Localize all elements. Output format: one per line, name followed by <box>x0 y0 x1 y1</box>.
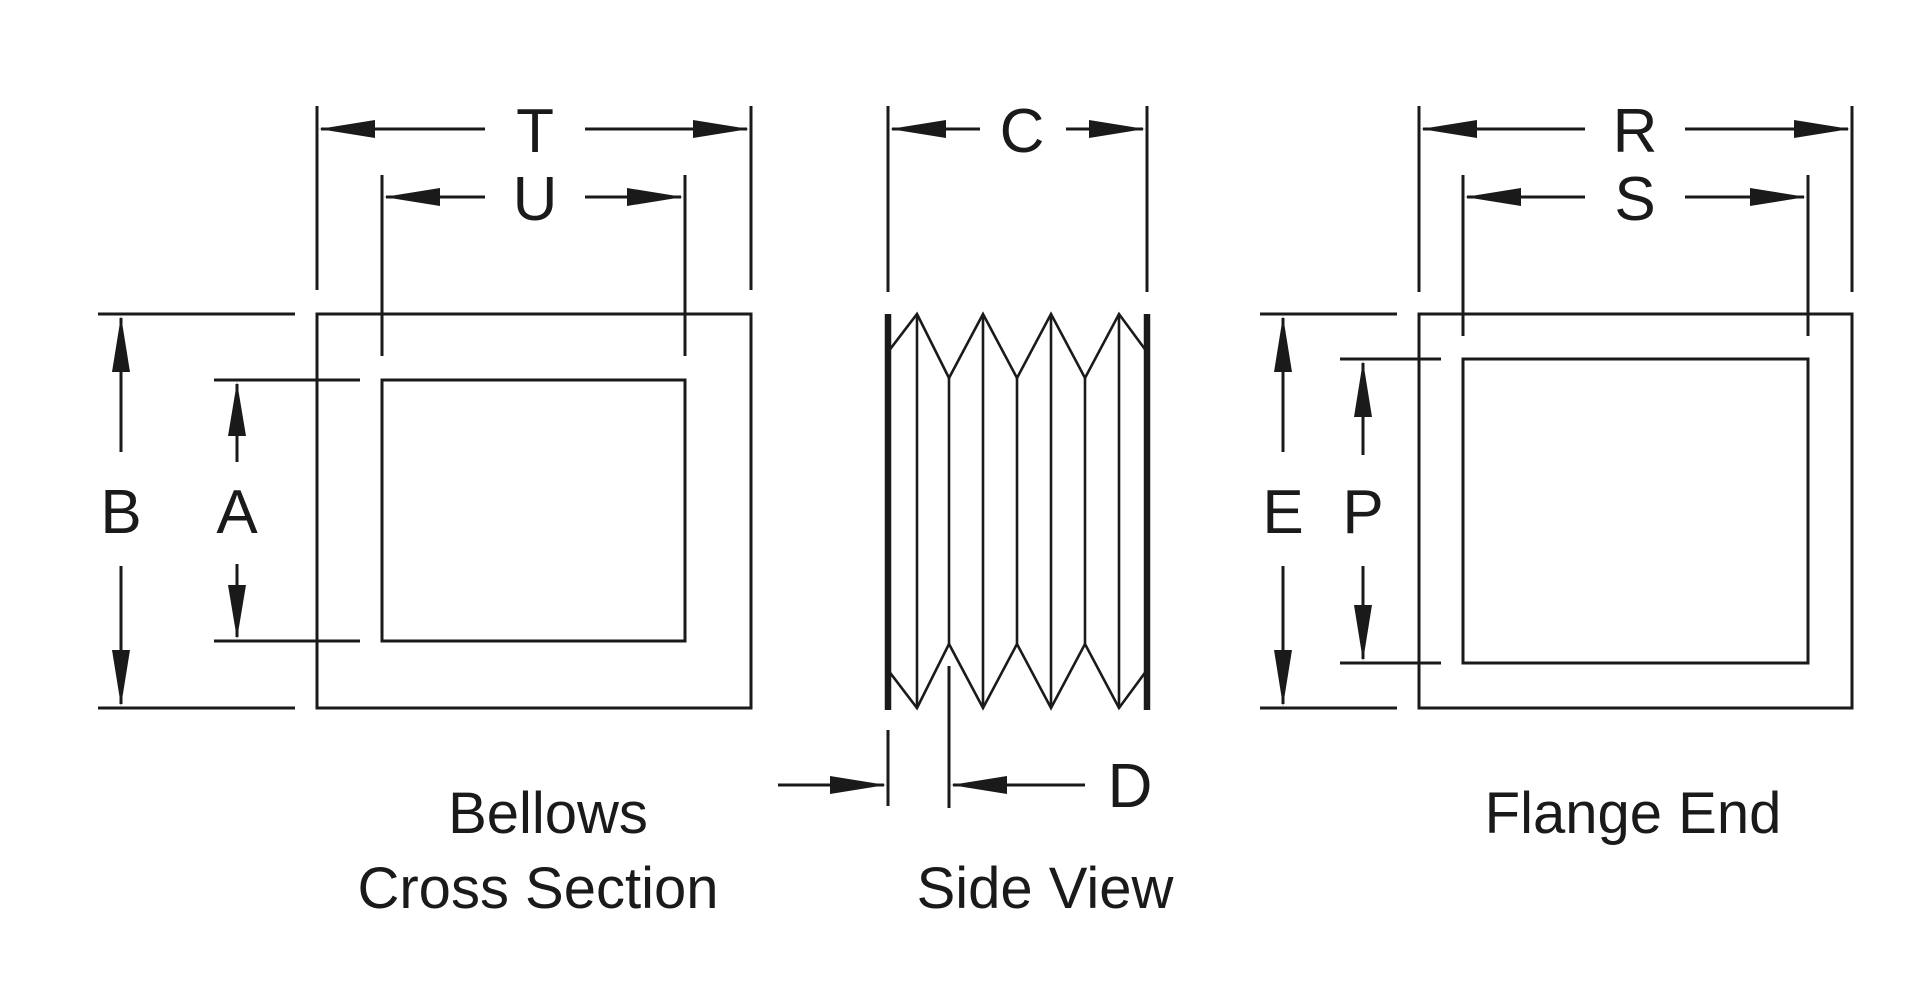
label-r: R <box>1613 97 1658 166</box>
label-b: B <box>100 478 141 547</box>
label-a: A <box>216 478 258 547</box>
dimension-t: T <box>319 97 749 166</box>
flange-inner-rect <box>1461 357 1810 665</box>
flange-end: R S E P Flange <box>1260 97 1854 846</box>
label-s: S <box>1614 165 1655 234</box>
dimension-p: P <box>1342 361 1384 661</box>
label-c: C <box>1000 97 1045 166</box>
side-view: C D Side View <box>778 97 1175 921</box>
side-convolution-top <box>886 311 1149 381</box>
label-d: D <box>1108 752 1153 821</box>
label-e: E <box>1262 478 1303 547</box>
dimension-u: U <box>384 165 683 234</box>
dimension-c: C <box>890 97 1145 166</box>
dimension-d: D <box>778 666 1152 821</box>
flange-outer-rect <box>1417 312 1854 710</box>
side-convolution-bottom <box>886 641 1149 711</box>
caption-side-view: Side View <box>917 856 1175 921</box>
label-p: P <box>1342 478 1383 547</box>
caption-bellows-line2: Cross Section <box>357 856 718 921</box>
dimension-a: A <box>216 382 258 639</box>
dimension-e: E <box>1262 316 1304 706</box>
caption-bellows-line1: Bellows <box>448 781 648 846</box>
dimension-s: S <box>1465 165 1806 234</box>
bellows-inner-rect <box>380 378 687 643</box>
bellows-cross-section: T U B A Bellow <box>98 97 753 921</box>
label-t: T <box>516 97 554 166</box>
bellows-outer-rect <box>315 312 753 710</box>
dimension-r: R <box>1421 97 1850 166</box>
caption-flange-end: Flange End <box>1485 781 1782 846</box>
label-u: U <box>513 165 558 234</box>
dimension-b: B <box>100 316 142 706</box>
